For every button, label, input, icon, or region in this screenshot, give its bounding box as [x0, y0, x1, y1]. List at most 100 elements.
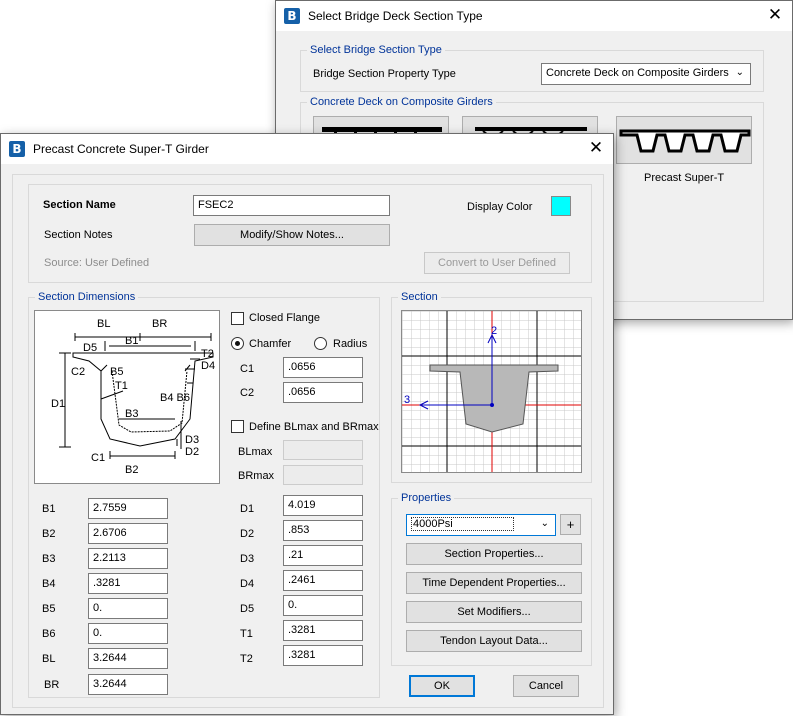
properties-group: Properties: [391, 491, 592, 666]
left-field-label: B3: [42, 553, 56, 565]
dimension-diagram: BL BR B1 D5 T2 D4 C2 B5 T1 D1 B4 B6 B3 D…: [34, 310, 220, 484]
right-field-input[interactable]: 0.: [283, 595, 363, 616]
radius-radio[interactable]: [314, 337, 327, 350]
section-preview-canvas: 2 3: [401, 310, 582, 473]
section-preview-title: Section: [398, 290, 441, 304]
close-icon[interactable]: ✕: [588, 138, 604, 158]
super-t-caption: Precast Super-T: [644, 172, 725, 184]
blmax-input[interactable]: [283, 440, 363, 460]
left-field-input[interactable]: 3.2644: [88, 648, 168, 669]
super-t-girder-dialog: B Precast Concrete Super-T Girder ✕ Sect…: [0, 133, 614, 715]
right-field-input[interactable]: .2461: [283, 570, 363, 591]
chamfer-radio[interactable]: [231, 337, 244, 350]
left-field-label: B1: [42, 503, 56, 515]
super-t-thumb-icon: [619, 129, 751, 153]
closed-flange-checkbox[interactable]: [231, 312, 244, 325]
convert-user-defined-button[interactable]: Convert to User Defined: [424, 252, 570, 274]
diagram-label-d2: D2: [185, 446, 199, 458]
properties-title: Properties: [398, 491, 455, 505]
brmax-label: BRmax: [238, 470, 275, 482]
deck-thumb-super-t[interactable]: [616, 116, 752, 164]
diagram-label-c2: C2: [71, 366, 85, 378]
define-blmax-checkbox[interactable]: [231, 420, 244, 433]
select-section-type-group: Select Bridge Section Type: [300, 43, 764, 92]
left-field-input[interactable]: 2.2113: [88, 548, 168, 569]
define-blmax-label: Define BLmax and BRmax: [249, 421, 379, 433]
section-name-label: Section Name: [43, 199, 116, 211]
diagram-label-b1: B1: [125, 335, 138, 347]
dialog-titlebar: B Precast Concrete Super-T Girder ✕: [1, 134, 613, 164]
property-type-combo[interactable]: Concrete Deck on Composite Girders ⌄: [541, 63, 751, 85]
dialog-title: Precast Concrete Super-T Girder: [33, 142, 209, 156]
diagram-label-b3: B3: [125, 408, 138, 420]
diagram-label-d5: D5: [83, 342, 97, 354]
left-field-label: BL: [42, 653, 56, 665]
diagram-label-br: BR: [152, 318, 167, 330]
section-preview-drawing: 2 3: [402, 311, 581, 472]
back-dialog-title: Select Bridge Deck Section Type: [308, 9, 483, 23]
left-field-input[interactable]: .3281: [88, 573, 168, 594]
diagram-label-bl: BL: [97, 318, 110, 330]
left-field-input[interactable]: 2.7559: [88, 498, 168, 519]
left-field-label: B4: [42, 578, 56, 590]
section-properties-button[interactable]: Section Properties...: [406, 543, 582, 565]
app-logo-icon: B: [9, 141, 25, 157]
material-combo[interactable]: 4000Psi ⌄: [406, 514, 556, 536]
right-field-label: D1: [240, 503, 255, 515]
display-color-label: Display Color: [467, 201, 533, 213]
section-notes-label: Section Notes: [44, 229, 113, 241]
display-color-swatch[interactable]: [551, 196, 571, 216]
add-material-button[interactable]: +: [560, 514, 581, 535]
diagram-label-t2: T2: [201, 348, 214, 360]
set-modifiers-button[interactable]: Set Modifiers...: [406, 601, 582, 623]
diagram-label-d3: D3: [185, 434, 199, 446]
c1-input[interactable]: .0656: [283, 357, 363, 378]
time-dependent-button[interactable]: Time Dependent Properties...: [406, 572, 582, 594]
brmax-input[interactable]: [283, 465, 363, 485]
right-field-input[interactable]: 4.019: [283, 495, 363, 516]
chamfer-label: Chamfer: [249, 338, 292, 350]
right-field-input[interactable]: .3281: [283, 620, 363, 641]
axis-3-label: 3: [404, 394, 410, 406]
ok-button[interactable]: OK: [409, 675, 475, 697]
chevron-down-icon: ⌄: [735, 67, 744, 78]
closed-flange-label: Closed Flange: [249, 312, 320, 324]
right-field-input[interactable]: .21: [283, 545, 363, 566]
axis-2-label: 2: [491, 325, 497, 337]
right-field-input[interactable]: .853: [283, 520, 363, 541]
cancel-button[interactable]: Cancel: [513, 675, 579, 697]
diagram-label-d4: D4: [201, 360, 215, 372]
chevron-down-icon: ⌄: [540, 518, 549, 529]
dialog-inner-frame: [12, 174, 604, 708]
right-field-label: T2: [240, 653, 253, 665]
tendon-layout-button[interactable]: Tendon Layout Data...: [406, 630, 582, 652]
section-info-group: [28, 184, 592, 283]
section-name-input[interactable]: FSEC2: [193, 195, 390, 216]
source-text: Source: User Defined: [44, 257, 150, 269]
diagram-label-c1: C1: [91, 452, 105, 464]
diagram-label-t1: T1: [115, 380, 128, 392]
back-close-icon[interactable]: ✕: [767, 5, 783, 25]
app-logo-icon: B: [284, 8, 300, 24]
left-field-label: B6: [42, 628, 56, 640]
section-preview-group: Section: [391, 290, 592, 483]
blmax-label: BLmax: [238, 446, 273, 458]
left-field-label: B2: [42, 528, 56, 540]
select-section-type-title: Select Bridge Section Type: [307, 43, 445, 57]
c2-label: C2: [240, 387, 255, 399]
left-field-input[interactable]: 2.6706: [88, 523, 168, 544]
left-field-input[interactable]: 0.: [88, 598, 168, 619]
right-field-label: D2: [240, 528, 255, 540]
left-field-input[interactable]: 0.: [88, 623, 168, 644]
super-t-dimension-drawing: BL BR B1 D5 T2 D4 C2 B5 T1 D1 B4 B6 B3 D…: [51, 318, 215, 476]
modify-notes-button[interactable]: Modify/Show Notes...: [194, 224, 390, 246]
c2-input[interactable]: .0656: [283, 382, 363, 403]
girders-group-title: Concrete Deck on Composite Girders: [307, 95, 496, 109]
diagram-label-d1: D1: [51, 398, 65, 410]
section-dimensions-group: Section Dimensions: [28, 290, 380, 698]
right-field-input[interactable]: .3281: [283, 645, 363, 666]
property-type-label: Bridge Section Property Type: [313, 68, 456, 80]
material-value: 4000Psi: [411, 517, 514, 531]
left-field-input[interactable]: 3.2644: [88, 674, 168, 695]
right-field-label: T1: [240, 628, 253, 640]
